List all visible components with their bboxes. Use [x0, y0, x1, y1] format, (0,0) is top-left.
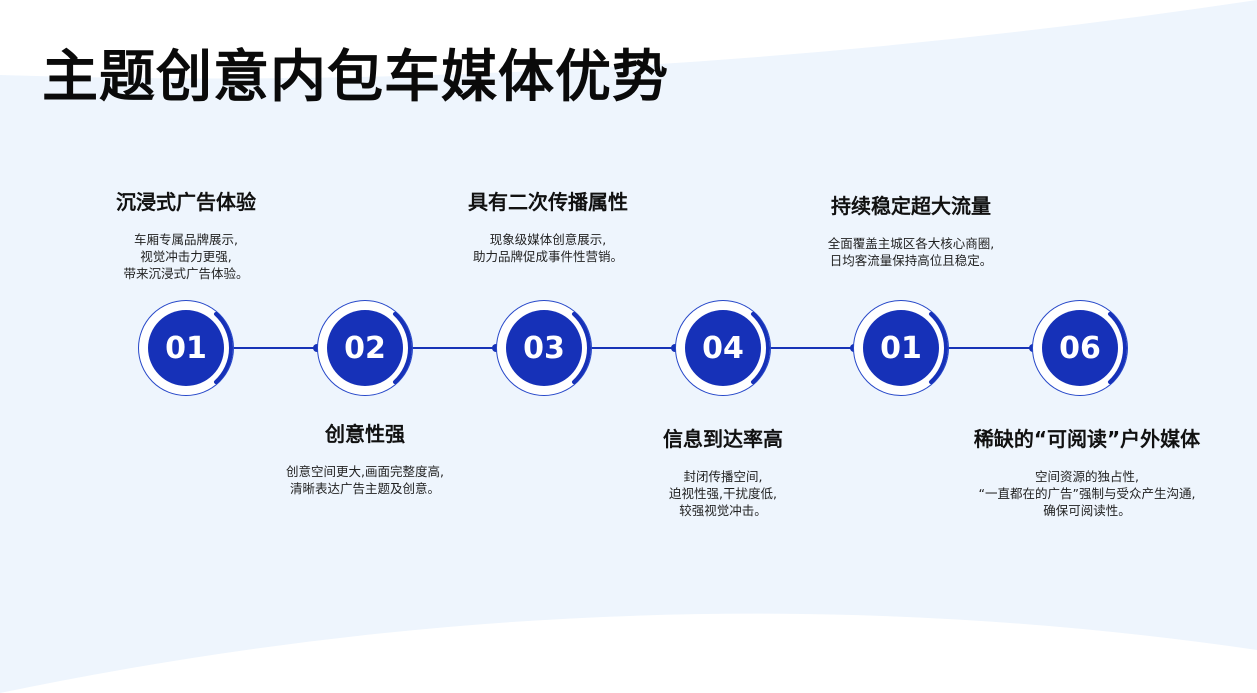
step-number: 04 [685, 310, 761, 386]
step-description: 现象级媒体创意展示, 助力品牌促成事件性营销。 [418, 231, 678, 265]
page-title: 主题创意内包车媒体优势 [42, 45, 669, 110]
step-heading: 持续稳定超大流量 [831, 194, 991, 218]
desc-line: 助力品牌促成事件性营销。 [472, 249, 623, 264]
step-heading: 沉浸式广告体验 [116, 190, 256, 214]
desc-line: 封闭传播空间, [683, 469, 763, 484]
desc-line: 车厢专属品牌展示, [134, 232, 238, 247]
step-block-2: 创意性强 创意空间更大,画面完整度高, 清晰表达广告主题及创意。 [235, 418, 495, 497]
step-node-6: 06 [1032, 300, 1128, 396]
step-block-6: 稀缺的“可阅读”户外媒体 空间资源的独占性, “一直都在的广告”强制与受众产生沟… [957, 423, 1217, 519]
step-node-1: 01 [138, 300, 234, 396]
desc-line: 较强视觉冲击。 [679, 503, 767, 518]
step-description: 全面覆盖主城区各大核心商圈, 日均客流量保持高位且稳定。 [781, 235, 1041, 269]
step-description: 封闭传播空间, 迫视性强,干扰度低, 较强视觉冲击。 [593, 468, 853, 519]
step-number: 06 [1042, 310, 1118, 386]
step-heading: 具有二次传播属性 [468, 190, 628, 214]
step-description: 空间资源的独占性, “一直都在的广告”强制与受众产生沟通, 确保可阅读性。 [957, 468, 1217, 519]
step-number: 01 [863, 310, 939, 386]
desc-line: 创意空间更大,画面完整度高, [286, 464, 444, 479]
step-node-4: 04 [675, 300, 771, 396]
step-heading: 信息到达率高 [663, 427, 783, 451]
step-heading: 稀缺的“可阅读”户外媒体 [973, 427, 1201, 451]
step-node-3: 03 [496, 300, 592, 396]
desc-line: 清晰表达广告主题及创意。 [289, 481, 440, 496]
desc-line: 日均客流量保持高位且稳定。 [829, 253, 993, 268]
desc-line: 全面覆盖主城区各大核心商圈, [827, 236, 995, 251]
step-node-5: 01 [853, 300, 949, 396]
step-description: 车厢专属品牌展示, 视觉冲击力更强, 带来沉浸式广告体验。 [56, 231, 316, 282]
step-number: 02 [327, 310, 403, 386]
desc-line: 带来沉浸式广告体验。 [123, 266, 249, 281]
step-block-1: 沉浸式广告体验 车厢专属品牌展示, 视觉冲击力更强, 带来沉浸式广告体验。 [56, 186, 316, 282]
desc-line: 视觉冲击力更强, [140, 249, 232, 264]
step-heading: 创意性强 [325, 422, 405, 446]
desc-line: 确保可阅读性。 [1043, 503, 1131, 518]
step-node-2: 02 [317, 300, 413, 396]
timeline-line [186, 347, 1080, 349]
step-number: 03 [506, 310, 582, 386]
step-number: 01 [148, 310, 224, 386]
desc-line: “一直都在的广告”强制与受众产生沟通, [978, 486, 1196, 501]
step-description: 创意空间更大,画面完整度高, 清晰表达广告主题及创意。 [235, 463, 495, 497]
step-block-3: 具有二次传播属性 现象级媒体创意展示, 助力品牌促成事件性营销。 [418, 186, 678, 265]
desc-line: 迫视性强,干扰度低, [669, 486, 777, 501]
step-block-5: 持续稳定超大流量 全面覆盖主城区各大核心商圈, 日均客流量保持高位且稳定。 [781, 190, 1041, 269]
desc-line: 现象级媒体创意展示, [489, 232, 607, 247]
step-block-4: 信息到达率高 封闭传播空间, 迫视性强,干扰度低, 较强视觉冲击。 [593, 423, 853, 519]
desc-line: 空间资源的独占性, [1035, 469, 1139, 484]
